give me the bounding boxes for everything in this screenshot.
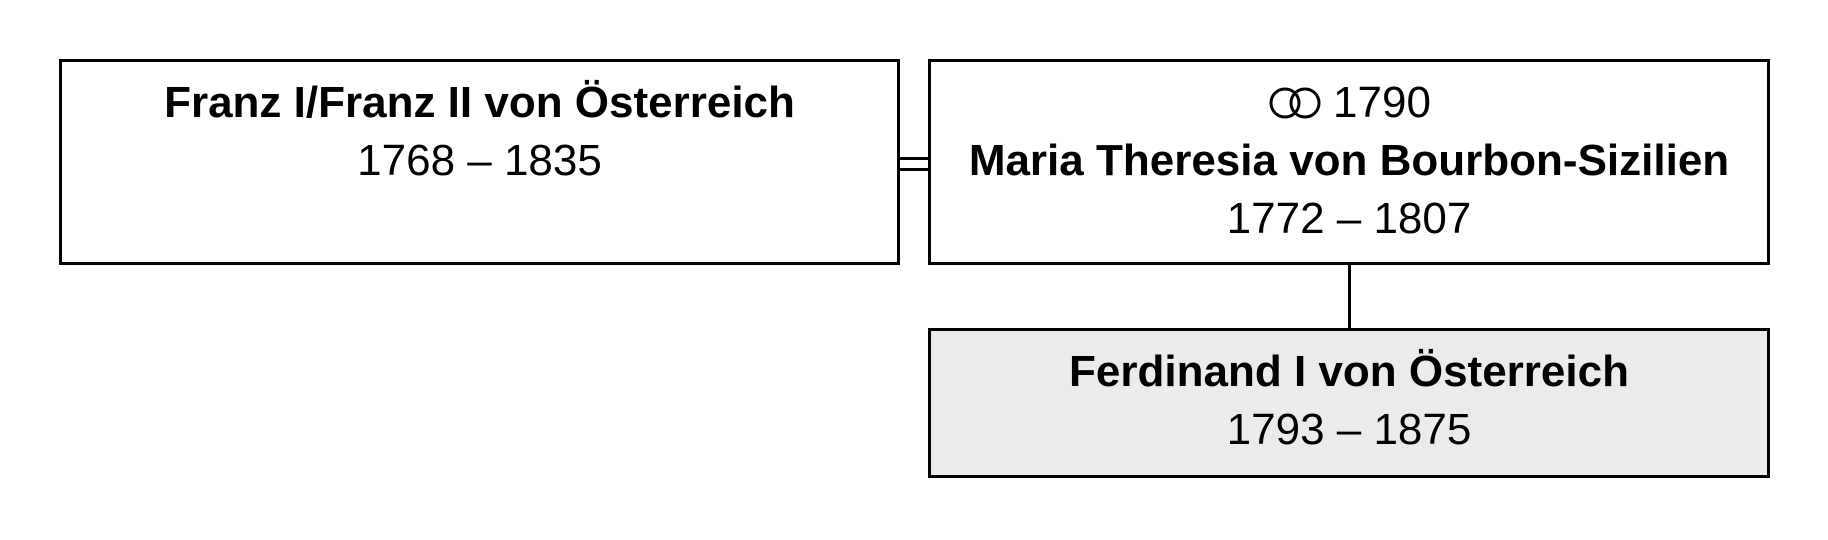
marriage-connector-line <box>900 157 928 160</box>
descent-connector-line <box>1348 265 1351 328</box>
wedding-rings-icon <box>1267 86 1323 120</box>
person-dates: 1768 – 1835 <box>357 136 602 185</box>
marriage-info: 1790 <box>931 74 1767 132</box>
marriage-year: 1790 <box>1333 78 1431 127</box>
person-box-father: Franz I/Franz II von Österreich 1768 – 1… <box>59 59 900 265</box>
person-dates: 1772 – 1807 <box>1226 194 1472 243</box>
marriage-connector-line <box>900 168 928 171</box>
person-name: Maria Theresia von Bourbon-Sizilien <box>968 136 1730 185</box>
person-box-child: Ferdinand I von Österreich 1793 – 1875 <box>928 328 1770 478</box>
person-dates: 1793 – 1875 <box>1226 405 1472 454</box>
person-name: Ferdinand I von Österreich <box>1069 347 1629 396</box>
person-name: Franz I/Franz II von Österreich <box>164 78 795 127</box>
person-box-mother: 1790 Maria Theresia von Bourbon-Sizilien… <box>928 59 1770 265</box>
